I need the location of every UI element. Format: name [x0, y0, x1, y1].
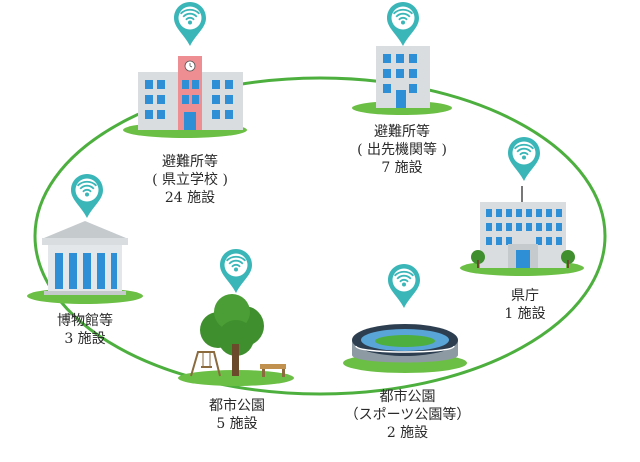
label-office-line1: 避難所等: [374, 124, 430, 140]
label-museum: 博物館等 3 施設: [30, 312, 140, 348]
school-node: [123, 1, 247, 138]
prefectural-office-icon: [460, 186, 584, 276]
label-stadium-line2: （スポーツ公園等）: [344, 407, 471, 423]
label-museum-line1: 博物館等: [57, 313, 113, 329]
prefecture-node: [460, 136, 584, 276]
school-building-icon: [123, 56, 247, 138]
label-school: 避難所等 ( 県立学校 ) 24 施設: [125, 153, 255, 207]
label-stadium-line1: 都市公園: [379, 389, 436, 405]
office-node: [352, 1, 452, 115]
label-park-line1: 都市公園: [209, 398, 265, 414]
park-node: [178, 248, 294, 386]
stadium-node: [343, 263, 467, 373]
wifi-pin-icon: [507, 136, 541, 182]
label-park: 都市公園 5 施設: [187, 397, 287, 433]
park-icon: [178, 294, 294, 386]
label-office-line3: 7 施設: [381, 160, 423, 176]
label-park-line2: 5 施設: [216, 416, 258, 432]
label-office: 避難所等 ( 出先機関等 ) 7 施設: [337, 123, 467, 177]
label-school-line1: 避難所等: [162, 154, 218, 170]
label-prefecture: 県庁 1 施設: [480, 287, 570, 323]
label-school-line3: 24 施設: [164, 190, 216, 206]
network-ring: [33, 76, 607, 396]
wifi-pin-icon: [387, 263, 421, 309]
label-school-line2: ( 県立学校 ): [152, 172, 228, 188]
label-prefecture-line2: 1 施設: [504, 306, 546, 322]
label-museum-line2: 3 施設: [64, 331, 106, 347]
stadium-icon: [343, 324, 467, 373]
wifi-pin-icon: [70, 173, 104, 219]
label-prefecture-line1: 県庁: [511, 288, 539, 304]
label-stadium-line3: 2 施設: [386, 425, 429, 441]
museum-icon: [27, 221, 143, 304]
wifi-pin-icon: [173, 1, 207, 47]
label-stadium: 都市公園 （スポーツ公園等） 2 施設: [335, 388, 480, 442]
label-office-line2: ( 出先機関等 ): [357, 142, 447, 158]
museum-node: [27, 173, 143, 304]
wifi-pin-icon: [386, 1, 420, 47]
office-building-icon: [352, 46, 452, 115]
wifi-pin-icon: [219, 248, 253, 294]
